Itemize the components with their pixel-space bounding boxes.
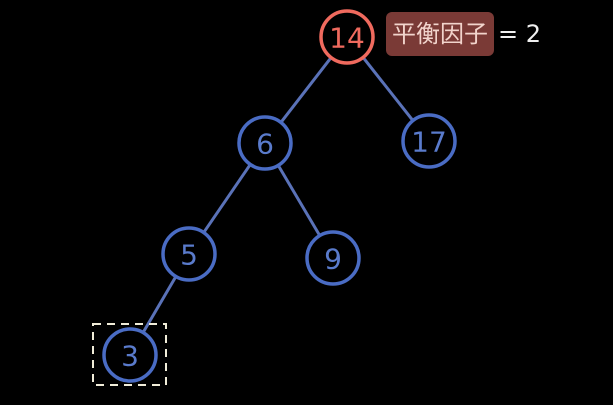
node-value: 5 — [180, 239, 198, 272]
edge-n6-n9 — [276, 164, 322, 237]
edge-n14-n17 — [361, 56, 415, 122]
selection-box — [92, 323, 167, 386]
edge-n6-n5 — [202, 163, 252, 234]
tree-node-3[interactable]: 3 — [102, 327, 158, 383]
node-circle — [319, 9, 375, 65]
tree-node-9[interactable]: 9 — [305, 230, 361, 286]
tree-node-5[interactable]: 5 — [161, 226, 217, 282]
tree-node-17[interactable]: 17 — [401, 113, 457, 169]
edge-n14-n6 — [279, 56, 333, 124]
tree-node-14[interactable]: 14 — [319, 9, 375, 65]
node-value: 17 — [411, 126, 447, 159]
node-circle — [237, 115, 293, 171]
balance-factor-label: 平衡因子 — [386, 12, 494, 56]
balance-factor-value: = 2 — [498, 20, 542, 48]
node-value: 14 — [329, 22, 365, 55]
tree-node-6[interactable]: 6 — [237, 115, 293, 171]
node-circle — [305, 230, 361, 286]
node-circle — [401, 113, 457, 169]
node-value: 3 — [121, 340, 139, 373]
node-circle — [102, 327, 158, 383]
node-circle — [161, 226, 217, 282]
edge-n5-n3 — [141, 275, 178, 334]
node-value: 9 — [324, 243, 342, 276]
node-value: 6 — [256, 128, 274, 161]
